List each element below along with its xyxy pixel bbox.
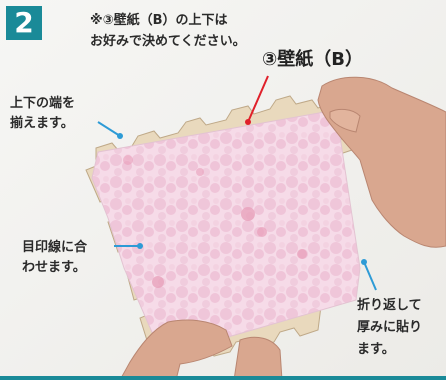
- fold-back-line2: 厚みに貼り: [357, 320, 423, 335]
- hand-bottom: [119, 319, 283, 380]
- guide-mark-note: 目印線に合 わせます。: [22, 238, 87, 278]
- top-note-line2: お好みで決めてください。: [90, 34, 246, 49]
- step-number-badge: 2: [6, 6, 42, 40]
- guide-mark-line2: わせます。: [22, 260, 86, 275]
- top-note: ※③壁紙（B）の上下は お好みで決めてください。: [90, 10, 246, 52]
- fold-back-note: 折り返して 厚みに貼り ます。: [357, 295, 422, 361]
- align-edges-line1: 上下の端を: [10, 96, 76, 111]
- guide-mark-line1: 目印線に合: [22, 240, 88, 255]
- leader-lines: [97, 75, 377, 291]
- align-edges-line2: 揃えます。: [10, 116, 74, 131]
- align-edges-note: 上下の端を 揃えます。: [10, 94, 75, 134]
- fold-back-line1: 折り返して: [357, 298, 422, 313]
- wallpaper-sheet: [91, 109, 361, 353]
- top-note-line1: ※③壁紙（B）の上下は: [90, 13, 228, 28]
- fold-back-line3: ます。: [357, 342, 395, 357]
- bottom-accent-bar: [0, 376, 446, 380]
- hand-right: [317, 76, 446, 248]
- wallpaper-label: ③壁紙（B）: [262, 49, 363, 70]
